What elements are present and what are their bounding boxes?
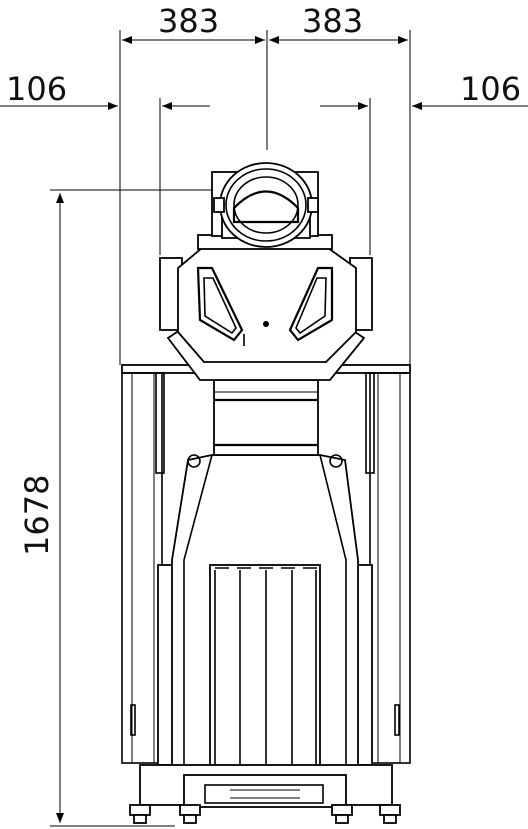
fireplace-body xyxy=(121,364,411,824)
dim-top-left-width: 383 xyxy=(158,2,219,40)
flue-outlet xyxy=(213,162,319,248)
dim-height: 1678 xyxy=(18,475,56,556)
dim-top-right-width: 383 xyxy=(302,2,363,40)
dimension-lines xyxy=(0,30,528,827)
dim-right-offset: 106 xyxy=(460,70,521,108)
dim-left-offset: 106 xyxy=(6,70,67,108)
